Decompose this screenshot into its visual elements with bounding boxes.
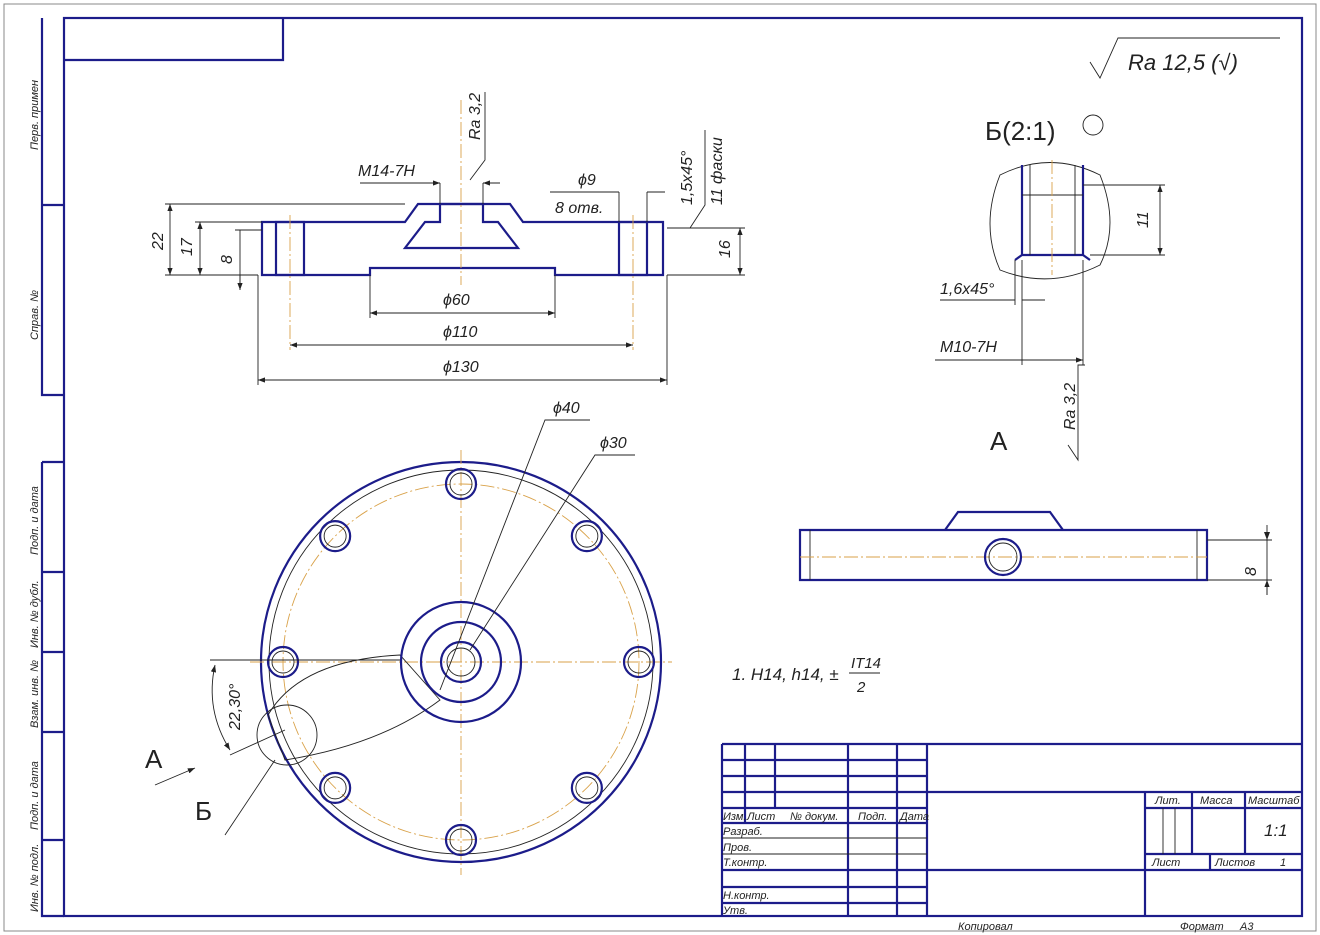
left-strip: Перв. примен Справ. № Подп. и дата Инв. … <box>29 18 64 918</box>
general-roughness: Ra 12,5 (√) <box>1089 37 1280 79</box>
bolt-hole <box>575 524 599 548</box>
svg-text:Лист: Лист <box>746 811 775 823</box>
svg-text:1,5x45°: 1,5x45° <box>679 150 696 205</box>
svg-text:Б(2:1): Б(2:1) <box>985 116 1056 146</box>
svg-text:8: 8 <box>1243 567 1260 576</box>
svg-text:№ докум.: № докум. <box>790 811 838 823</box>
svg-text:2: 2 <box>856 679 866 696</box>
bolt-hole <box>575 776 599 800</box>
svg-text:22: 22 <box>150 232 167 251</box>
svg-text:ϕ9: ϕ9 <box>578 172 596 189</box>
strip-label: Инв. № дубл. <box>29 580 41 648</box>
svg-text:Ra 3,2: Ra 3,2 <box>1062 383 1079 430</box>
svg-text:1. H14, h14, ±: 1. H14, h14, ± <box>732 665 839 684</box>
strip-label: Инв. № подл. <box>29 844 41 912</box>
bolt-hole <box>627 650 651 674</box>
svg-text:1:1: 1:1 <box>1264 821 1288 840</box>
svg-text:Утв.: Утв. <box>722 905 748 917</box>
bolt-hole <box>323 776 347 800</box>
bolt-hole <box>449 472 473 496</box>
svg-text:Масштаб: Масштаб <box>1248 795 1300 807</box>
svg-text:Изм.: Изм. <box>723 811 746 823</box>
svg-text:Разраб.: Разраб. <box>723 826 763 838</box>
svg-text:1,6x45°: 1,6x45° <box>940 281 995 298</box>
svg-text:M10-7H: M10-7H <box>940 339 997 356</box>
svg-text:M14-7H: M14-7H <box>358 163 415 180</box>
svg-text:ϕ30: ϕ30 <box>600 435 627 452</box>
bolt-hole <box>271 650 295 674</box>
bolt-hole <box>570 771 603 804</box>
svg-text:Ra 12,5 (√): Ra 12,5 (√) <box>1128 50 1238 75</box>
bolt-hole <box>570 520 603 553</box>
bolt-hole <box>319 520 352 553</box>
svg-text:11 фаски: 11 фаски <box>709 137 726 205</box>
svg-text:8 отв.: 8 отв. <box>555 200 603 217</box>
bolt-hole <box>444 467 478 501</box>
svg-text:16: 16 <box>717 240 734 258</box>
svg-text:Пров.: Пров. <box>723 842 752 854</box>
top-left-box <box>64 18 285 62</box>
strip-label: Подп. и дата <box>29 761 41 830</box>
svg-text:Лит.: Лит. <box>1154 795 1181 807</box>
strip-label: Перв. примен <box>29 80 41 150</box>
svg-text:А: А <box>145 744 163 774</box>
bolt-hole <box>266 645 300 679</box>
inner-frame <box>62 16 1304 918</box>
svg-text:Н.контр.: Н.контр. <box>723 890 770 902</box>
side-view: 8 <box>798 510 1272 595</box>
svg-text:17: 17 <box>179 237 196 256</box>
strip-label: Подп. и дата <box>29 486 41 555</box>
svg-text:ϕ60: ϕ60 <box>443 292 470 309</box>
bolt-hole <box>449 828 473 852</box>
svg-text:22,30°: 22,30° <box>227 683 244 731</box>
svg-text:Дата: Дата <box>898 811 929 823</box>
svg-text:ϕ110: ϕ110 <box>443 324 478 341</box>
section-view: M14-7H Ra 3,2 ϕ9 8 отв. 1,5x45° 11 фаски… <box>150 92 745 385</box>
bolt-hole <box>319 771 352 804</box>
svg-text:Т.контр.: Т.контр. <box>723 857 767 869</box>
svg-text:Лист: Лист <box>1151 857 1180 869</box>
svg-text:Копировал: Копировал <box>958 921 1013 933</box>
svg-text:Формат: Формат <box>1180 921 1224 933</box>
detail-view: Б(2:1) 11 1,6x45° M10-7H Ra 3,2 А <box>935 114 1165 462</box>
bolt-hole <box>444 823 478 857</box>
svg-text:Подп.: Подп. <box>858 811 887 823</box>
svg-text:А: А <box>990 426 1008 456</box>
bolt-hole <box>323 524 347 548</box>
strip-label: Справ. № <box>29 290 41 340</box>
svg-text:Ra 3,2: Ra 3,2 <box>467 93 484 140</box>
svg-text:Масса: Масса <box>1200 795 1233 807</box>
svg-text:Б: Б <box>195 796 212 826</box>
svg-text:ϕ40: ϕ40 <box>553 400 580 417</box>
plan-view: 22,30° ϕ40 ϕ30 А Б <box>145 400 672 875</box>
svg-text:1: 1 <box>1280 857 1286 869</box>
svg-text:11: 11 <box>1135 211 1152 228</box>
svg-text:IT14: IT14 <box>851 655 881 672</box>
bolt-hole <box>622 645 656 679</box>
svg-text:8: 8 <box>219 255 236 264</box>
strip-label: Взам. инв. № <box>29 660 41 728</box>
technical-notes: 1. H14, h14, ± IT14 2 <box>732 655 881 696</box>
svg-text:А3: А3 <box>1239 921 1254 933</box>
title-block: Изм. Лист № докум. Подп. Дата Разраб. Пр… <box>720 742 1302 933</box>
svg-text:Листов: Листов <box>1214 857 1255 869</box>
sheet-border <box>3 3 1317 932</box>
svg-text:ϕ130: ϕ130 <box>443 359 479 376</box>
